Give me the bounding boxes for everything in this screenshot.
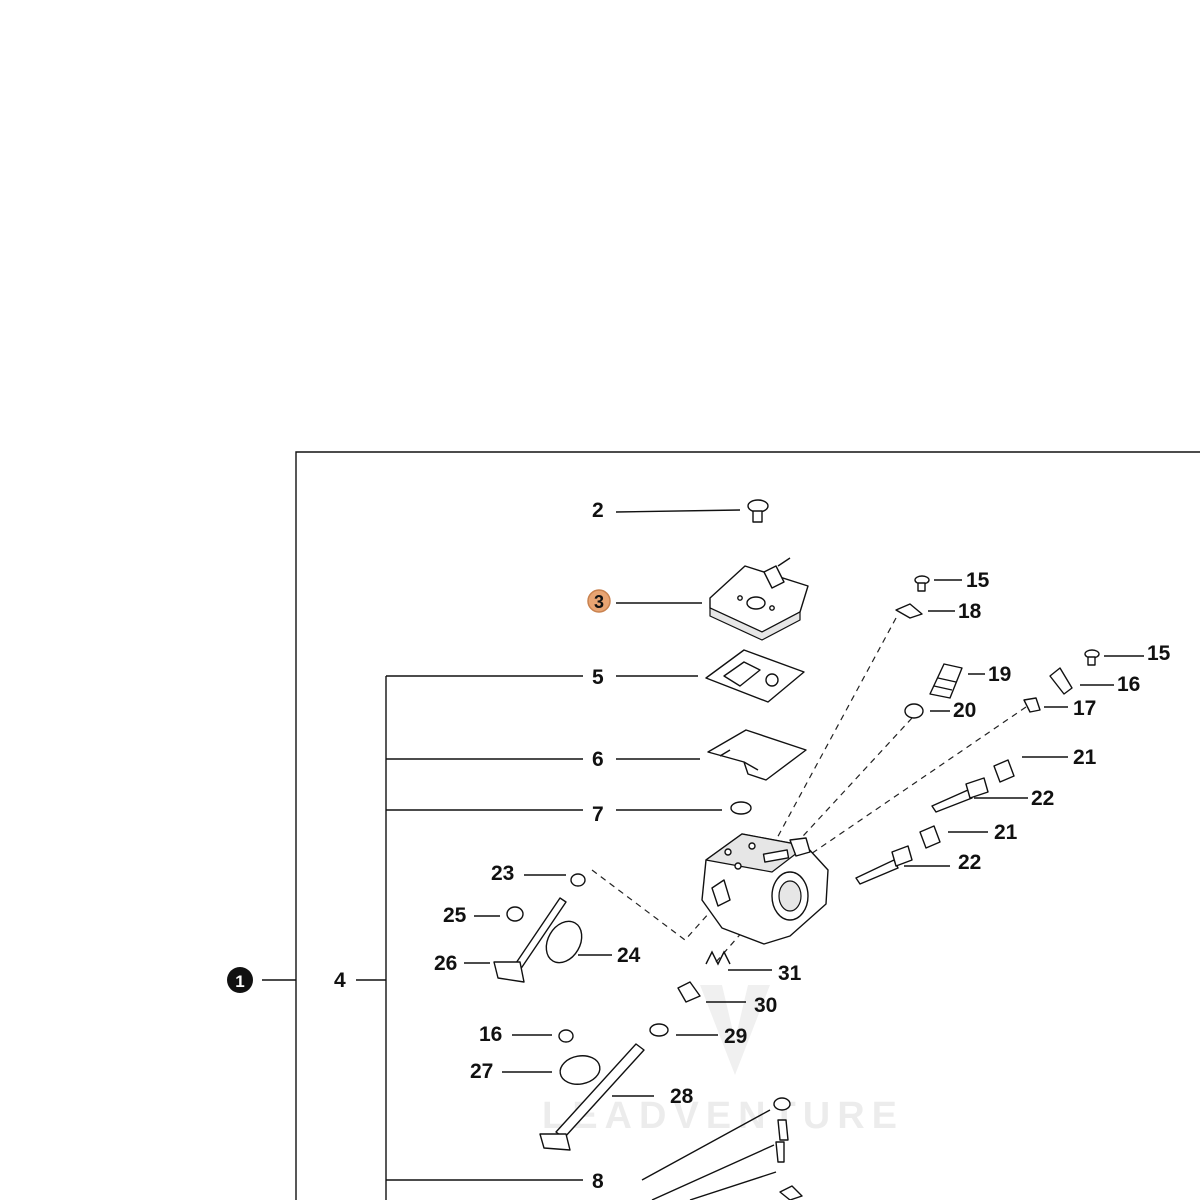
carburetor-body[interactable]: [701, 833, 829, 945]
part-16b-nut[interactable]: [558, 1029, 574, 1043]
label-25[interactable]: 25: [443, 904, 467, 927]
label-27[interactable]: 27: [470, 1060, 493, 1083]
svg-text:1: 1: [235, 972, 244, 991]
label-7[interactable]: 7: [592, 803, 604, 826]
label-8[interactable]: 8: [592, 1170, 604, 1193]
label-19[interactable]: 19: [988, 663, 1011, 686]
label-15a[interactable]: 15: [966, 569, 990, 592]
label-29[interactable]: 29: [724, 1025, 747, 1048]
label-23[interactable]: 23: [491, 862, 514, 885]
label-6[interactable]: 6: [592, 748, 604, 771]
label-26[interactable]: 26: [434, 952, 457, 975]
part-21b-cap[interactable]: [919, 825, 941, 849]
part-24-choke-plate[interactable]: [539, 915, 589, 969]
part-27-throttle-plate[interactable]: [558, 1053, 602, 1088]
watermark: LEADVENTURE: [542, 985, 904, 1137]
part-29-washer[interactable]: [649, 1023, 669, 1037]
part-7-ring[interactable]: [730, 801, 752, 815]
label-15b[interactable]: 15: [1147, 642, 1171, 665]
part-22a-adjusting-screw[interactable]: [931, 777, 989, 813]
label-22a[interactable]: 22: [1031, 787, 1054, 810]
part-28-throttle-shaft[interactable]: [539, 1043, 645, 1151]
assembly-badge[interactable]: 1: [227, 967, 253, 993]
highlight-badge-3[interactable]: 3: [587, 589, 611, 613]
label-2[interactable]: 2: [592, 499, 604, 522]
part-17-clip[interactable]: [1023, 697, 1041, 713]
label-31[interactable]: 31: [778, 962, 802, 985]
part-5-gasket[interactable]: [705, 649, 805, 703]
label-21b[interactable]: 21: [994, 821, 1018, 844]
label-30[interactable]: 30: [754, 994, 777, 1017]
part-30-lever[interactable]: [677, 981, 701, 1003]
group-bracket: [262, 675, 583, 1200]
label-18[interactable]: 18: [958, 600, 982, 623]
label-16a[interactable]: 16: [1117, 673, 1140, 696]
label-16b[interactable]: 16: [479, 1023, 502, 1046]
label-4[interactable]: 4: [334, 969, 346, 992]
leader-lines: [464, 509, 1144, 1200]
label-28[interactable]: 28: [670, 1085, 694, 1108]
watermark-text: LEADVENTURE: [542, 1095, 904, 1137]
part-6-diaphragm[interactable]: [707, 729, 807, 781]
label-21a[interactable]: 21: [1073, 746, 1097, 769]
part-23-fitting[interactable]: [570, 873, 586, 887]
label-20[interactable]: 20: [953, 699, 976, 722]
part-22b-adjusting-screw[interactable]: [855, 845, 913, 885]
part-15b-screw[interactable]: [1084, 649, 1100, 666]
part-26-choke-shaft[interactable]: [493, 897, 567, 983]
label-17[interactable]: 17: [1073, 697, 1096, 720]
part-21a-cap[interactable]: [993, 759, 1015, 783]
part-25-nut[interactable]: [506, 906, 524, 922]
part-3-pump-cover[interactable]: [709, 557, 809, 641]
svg-text:3: 3: [594, 592, 604, 612]
part-18-clip[interactable]: [895, 603, 923, 619]
part-2-screw[interactable]: [747, 499, 769, 523]
part-20-spring[interactable]: [904, 703, 924, 719]
part-19-needle[interactable]: [929, 663, 963, 699]
label-5[interactable]: 5: [592, 666, 604, 689]
label-24[interactable]: 24: [617, 944, 641, 967]
part-8-components[interactable]: [773, 1097, 803, 1200]
part-31-spring[interactable]: [705, 950, 731, 966]
part-15a-screw[interactable]: [914, 575, 930, 592]
part-16a-lever[interactable]: [1049, 667, 1073, 695]
label-22b[interactable]: 22: [958, 851, 981, 874]
diagram-frame: [295, 451, 1200, 1200]
